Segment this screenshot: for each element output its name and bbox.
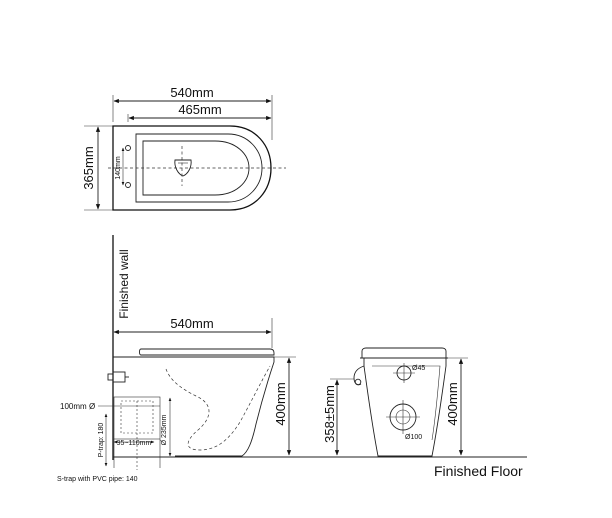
top-inner-outline bbox=[135, 133, 263, 203]
s-trap-note: S-trap with PVC pipe: 140 bbox=[57, 476, 138, 483]
dim-540-top: 540mm bbox=[170, 85, 213, 100]
side-body-outline bbox=[113, 356, 275, 457]
side-trapway bbox=[165, 365, 271, 451]
mounting-hole-top-icon bbox=[125, 145, 131, 151]
front-view: Ø45 Ø100 358±5mm 400mm bbox=[322, 347, 468, 457]
front-body-outline bbox=[363, 358, 447, 457]
dim-45: Ø45 bbox=[412, 365, 425, 372]
connector-fitting-icon bbox=[112, 371, 126, 383]
dim-235: Ø 235mm bbox=[161, 414, 168, 445]
side-seat bbox=[139, 348, 275, 356]
dim-140: 140mm bbox=[115, 156, 122, 180]
dim-ptrap: P-trap: 180 bbox=[98, 423, 105, 458]
top-drain-icon bbox=[174, 159, 192, 177]
dim-95-110: 95~110mm bbox=[117, 440, 152, 447]
dim-400-side: 400mm bbox=[273, 382, 288, 425]
dim-540-side: 540mm bbox=[170, 316, 213, 331]
top-outer-outline bbox=[112, 125, 272, 211]
front-lid bbox=[361, 347, 447, 358]
dim-100-front: Ø100 bbox=[405, 434, 422, 441]
top-view: 540mm 465mm 365mm 140mm bbox=[81, 85, 286, 211]
dim-358: 358±5mm bbox=[322, 385, 337, 443]
finished-wall-label: Finished wall bbox=[117, 249, 131, 318]
dim-365: 365mm bbox=[81, 146, 96, 189]
dim-100: 100mm bbox=[60, 402, 87, 411]
mounting-hole-bottom-icon bbox=[125, 182, 131, 188]
side-view: Finished wall 540mm 100mm Ø P-trap: 180 … bbox=[60, 235, 296, 470]
dim-400-front: 400mm bbox=[445, 382, 460, 425]
finished-floor-label: Finished Floor bbox=[434, 463, 523, 479]
dim-465: 465mm bbox=[178, 102, 221, 117]
svg-text:Ø: Ø bbox=[89, 402, 95, 411]
top-bowl-outline bbox=[142, 140, 250, 196]
